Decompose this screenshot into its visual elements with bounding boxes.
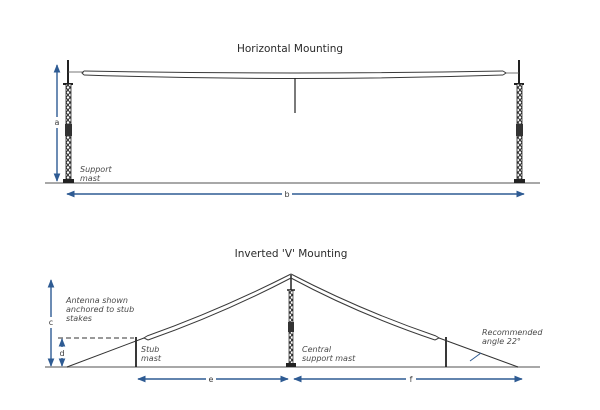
inverted-v-mounting-title: Inverted 'V' Mounting [235,248,348,260]
right-support-mast [514,60,525,183]
support-mast-label-line2: mast [80,174,101,183]
left-anchor-line [66,337,145,368]
antenna-note-line2: anchored to stub [66,305,134,314]
dimension-c-label: c [49,318,53,327]
central-support-mast [286,275,296,367]
angle-note-line2: angle 22° [482,337,521,346]
dimension-f-label: f [410,375,413,384]
stub-mast-label-line1: Stub [141,345,159,354]
antenna-note-line3: stakes [66,314,92,323]
horizontal-mounting-title: Horizontal Mounting [237,43,343,55]
horizontal-mounting-section: Horizontal Mounting [45,43,540,199]
dimension-d-label: d [59,349,64,358]
left-support-mast [63,60,74,183]
stub-mast-label-line2: mast [141,354,162,363]
inverted-v-left-leg [143,273,292,341]
horizontal-antenna-wire [68,70,519,79]
central-mast-label-line1: Central [302,345,332,354]
dimension-e-label: e [209,375,214,384]
angle-note-line1: Recommended [482,328,543,337]
antenna-note-line1: Antenna shown [65,296,128,305]
dimension-a-label: a [55,118,60,127]
inverted-v-right-leg [290,273,440,341]
angle-pointer [469,352,482,362]
central-mast-label-line2: support mast [302,354,356,363]
inverted-v-mounting-section: Inverted 'V' Mounting [45,248,543,384]
right-anchor-line [438,337,519,368]
support-mast-label-line1: Support [80,165,112,174]
dimension-b-label: b [284,190,289,199]
